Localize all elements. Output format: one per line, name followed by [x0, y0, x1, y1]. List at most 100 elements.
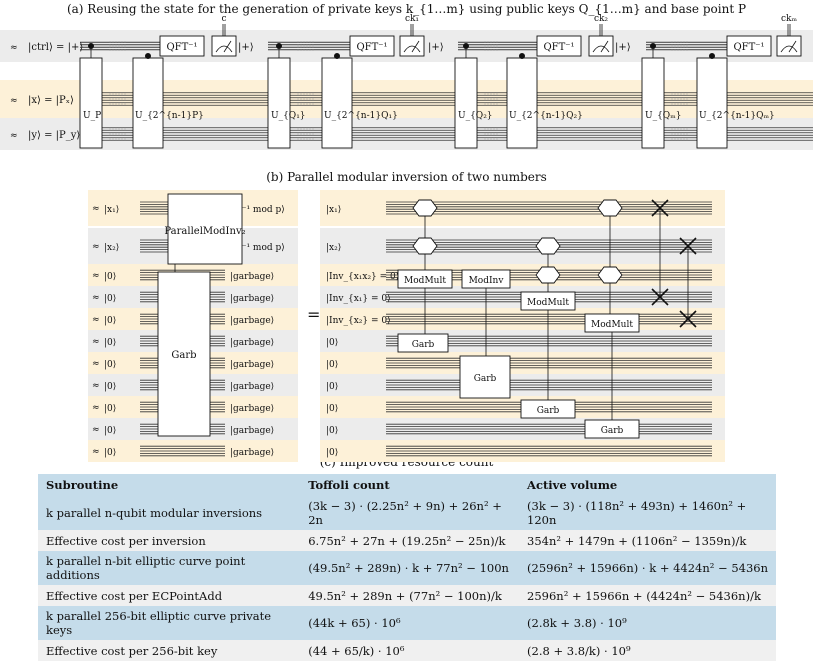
wire-ellipsis-symbol: ≈: [92, 337, 100, 347]
ellipsis-dot: [121, 97, 123, 99]
ellipsis-dot: [677, 94, 679, 96]
ellipsis-dot: [303, 137, 305, 139]
ellipsis-dot: [674, 104, 676, 106]
output-label: |garbage⟩: [230, 426, 274, 436]
ellipsis-dot: [118, 137, 120, 139]
ellipsis-dot: [121, 104, 123, 106]
ellipsis-dot: [484, 132, 486, 134]
meter-arc: [780, 45, 798, 53]
ellipsis-dot: [303, 102, 305, 104]
ellipsis-dot: [680, 134, 682, 136]
cell-toffoli: (3k − 3) · (2.25n² + 9n) + 26n² + 2n: [300, 496, 520, 530]
reset-plus-label: |+⟩: [238, 42, 254, 53]
ellipsis-dot: [118, 46, 120, 48]
ellipsis-dot: [680, 137, 682, 139]
ellipsis-dot: [297, 94, 299, 96]
ellipsis-dot: [303, 99, 305, 101]
ellipsis-dot: [484, 104, 486, 106]
ellipsis-dot: [671, 99, 673, 101]
ellipsis-dot: [112, 99, 114, 101]
ellipsis-dot: [686, 41, 688, 43]
ellipsis-dot: [487, 44, 489, 46]
ellipsis-dot: [118, 99, 120, 101]
ellipsis-dot: [306, 99, 308, 101]
gate-u-power-label: U_{2^{n-1}Q₂}: [509, 111, 583, 121]
ellipsis-dot: [680, 44, 682, 46]
ellipsis-dot: [309, 99, 311, 101]
ellipsis-dot: [309, 94, 311, 96]
input-label: |0⟩: [104, 272, 116, 282]
ellipsis-dot: [115, 49, 117, 51]
ellipsis-dot: [493, 92, 495, 94]
ellipsis-dot: [309, 46, 311, 48]
garb-label: Garb: [474, 374, 497, 384]
register-label: |Inv_{x₁x₂} = 0⟩: [326, 272, 399, 282]
ellipsis-dot: [303, 127, 305, 129]
ellipsis-dot: [297, 137, 299, 139]
ellipsis-dot: [118, 139, 120, 141]
ellipsis-dot: [112, 139, 114, 141]
ellipsis-dot: [112, 129, 114, 131]
ellipsis-dot: [109, 44, 111, 46]
input-label: |x₂⟩: [104, 243, 119, 253]
ellipsis-dot: [121, 49, 123, 51]
ellipsis-dot: [674, 99, 676, 101]
row-band: [320, 190, 725, 226]
ellipsis-dot: [109, 99, 111, 101]
register-label: |x₁⟩: [326, 205, 341, 215]
classical-output-label: ckₘ: [781, 14, 797, 24]
classical-output-label: c: [221, 14, 226, 24]
ellipsis-dot: [677, 129, 679, 131]
header-volume: Active volume: [519, 474, 776, 496]
output-label: |garbage⟩: [230, 294, 274, 304]
cell-volume: 354n² + 1479n + (1106n² − 1359n)/k: [519, 530, 776, 551]
ellipsis-dot: [312, 129, 314, 131]
hex-control: [535, 237, 561, 255]
output-label: |garbage⟩: [230, 338, 274, 348]
ellipsis-dot: [674, 41, 676, 43]
ellipsis-dot: [312, 46, 314, 48]
ellipsis-dot: [121, 92, 123, 94]
output-label: |x₁⁻¹ mod p⟩: [230, 205, 285, 215]
ellipsis-dot: [680, 99, 682, 101]
ellipsis-dot: [118, 129, 120, 131]
ellipsis-dot: [309, 139, 311, 141]
ellipsis-dot: [312, 44, 314, 46]
ellipsis-dot: [686, 92, 688, 94]
ellipsis-dot: [487, 139, 489, 141]
ellipsis-dot: [115, 97, 117, 99]
ellipsis-dot: [112, 104, 114, 106]
ellipsis-dot: [683, 132, 685, 134]
ellipsis-dot: [484, 127, 486, 129]
ellipsis-dot: [671, 46, 673, 48]
resource-table: Subroutine Toffoli count Active volume k…: [38, 474, 776, 661]
cell-subroutine: Effective cost per inversion: [38, 530, 301, 551]
cell-subroutine: k parallel 256-bit elliptic curve privat…: [38, 606, 301, 640]
parallel-modinv-gate: [167, 193, 243, 265]
ellipsis-dot: [121, 129, 123, 131]
ellipsis-dot: [121, 102, 123, 104]
ellipsis-dot: [487, 46, 489, 48]
ellipsis-dot: [118, 127, 120, 129]
wire-label-x: |x⟩ = |Pₓ⟩: [28, 95, 74, 106]
ellipsis-dot: [683, 94, 685, 96]
ellipsis-dot: [680, 97, 682, 99]
ellipsis-dot: [487, 127, 489, 129]
ellipsis-dot: [303, 94, 305, 96]
ellipsis-dot: [109, 49, 111, 51]
ellipsis-dot: [671, 127, 673, 129]
ellipsis-dot: [109, 94, 111, 96]
swap-cross: [651, 199, 669, 217]
table-header-row: Subroutine Toffoli count Active volume: [38, 474, 776, 496]
gate-u-power-label: U_{2^{n-1}Qₘ}: [699, 111, 775, 121]
ellipsis-dot: [306, 44, 308, 46]
ellipsis-dot: [300, 129, 302, 131]
garb-label: Garb: [412, 340, 435, 350]
control-dot: [463, 43, 469, 49]
ellipsis-dot: [300, 139, 302, 141]
garb-label: Garb: [601, 426, 624, 436]
register-label: |0⟩: [326, 404, 338, 414]
ellipsis-dot: [484, 44, 486, 46]
ellipsis-dot: [493, 99, 495, 101]
